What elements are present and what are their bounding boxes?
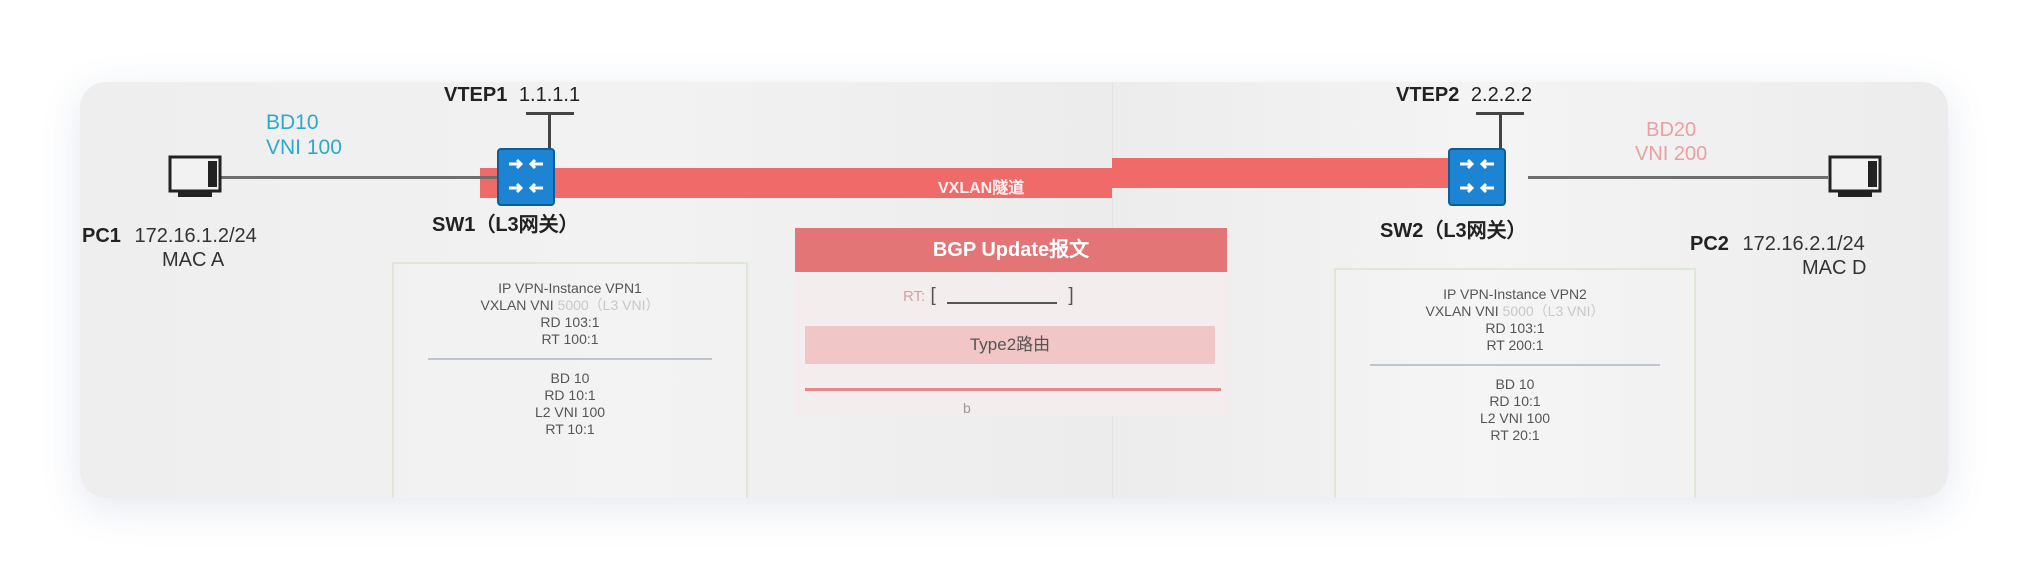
left-box-line2-faded: 5000（L3 VNI） — [557, 297, 660, 313]
pc2-name: PC2 — [1690, 233, 1729, 255]
left-bd: BD10 — [266, 111, 319, 134]
pc-icon — [168, 154, 224, 200]
right-box-line2-faded: 5000（L3 VNI） — [1502, 303, 1605, 319]
left-box-line2-text: VXLAN VNI — [480, 297, 554, 313]
vtep1-name: VTEP1 — [444, 84, 508, 106]
left-vpn-instance-box: IP VPN-Instance VPN1 VXLAN VNI 5000（L3 V… — [392, 262, 748, 498]
sw1-label: SW1（L3网关） — [432, 214, 579, 236]
vtep1-antenna-base — [526, 112, 574, 115]
pc1-name: PC1 — [82, 225, 121, 247]
vtep1-antenna — [548, 112, 551, 148]
left-bd-label: BD10 VNI 100 — [266, 110, 342, 160]
vtep2-label: VTEP2 2.2.2.2 — [1396, 84, 1532, 107]
left-box-divider — [428, 358, 712, 360]
right-box-line2-text: VXLAN VNI — [1425, 303, 1499, 319]
vxlan-tunnel-label: VXLAN隧道 — [938, 180, 1025, 197]
pc-icon — [1828, 154, 1884, 200]
pc1-info: PC1 172.16.1.2/24 MAC A — [82, 224, 257, 272]
vxlan-tunnel-right — [1112, 158, 1498, 188]
vtep2-antenna-base — [1476, 112, 1524, 115]
bgp-type2-route: Type2路由 — [805, 326, 1215, 364]
pc1-mac: MAC A — [162, 249, 225, 271]
right-bd-label: BD20 VNI 200 — [1635, 118, 1707, 166]
diagram-card: VXLAN隧道 — [80, 82, 1948, 498]
left-box-line2: VXLAN VNI 5000（L3 VNI） — [394, 297, 746, 314]
right-box-line7: L2 VNI 100 — [1479, 410, 1551, 426]
right-box-divider — [1370, 364, 1660, 366]
bgp-rt-close: ] — [1068, 285, 1074, 306]
bgp-rt-key: RT: — [903, 288, 926, 305]
switch-icon — [497, 148, 555, 206]
right-box-line6: RD 10:1 — [1489, 393, 1541, 409]
pc2-link — [1528, 176, 1828, 179]
right-box-line1: IP VPN-Instance VPN2 — [1443, 286, 1587, 302]
right-box-line5: BD 10 — [1495, 376, 1535, 392]
right-bd: BD20 — [1646, 119, 1697, 141]
bgp-rt-blank — [947, 302, 1058, 304]
left-box-line5: BD 10 — [550, 370, 590, 386]
bgp-rt-open: [ — [930, 285, 936, 306]
left-box-line4: RT 100:1 — [541, 331, 599, 347]
right-box-line3: RD 103:1 — [1485, 320, 1545, 336]
left-box-line6: RD 10:1 — [544, 387, 596, 403]
pc1-link — [220, 176, 512, 179]
bgp-footer-text: b — [963, 400, 971, 416]
pc2-ip: 172.16.2.1/24 — [1742, 233, 1865, 255]
vtep2-antenna — [1499, 112, 1502, 148]
right-box-line2: VXLAN VNI 5000（L3 VNI） — [1336, 303, 1694, 320]
vtep1-label: VTEP1 1.1.1.1 — [444, 84, 580, 107]
pc2-mac: MAC D — [1802, 257, 1867, 279]
vxlan-tunnel-left — [480, 168, 1112, 198]
left-box-line7: L2 VNI 100 — [534, 404, 606, 420]
pc2-info: PC2 172.16.2.1/24 MAC D — [1690, 232, 1866, 280]
pc1-ip: 172.16.1.2/24 — [134, 225, 257, 247]
bgp-update-message: BGP Update报文 RT: [ ] Type2路由 b — [795, 228, 1227, 416]
bgp-bottom-line — [805, 388, 1221, 391]
left-vni: VNI 100 — [266, 136, 342, 159]
left-box-line3: RD 103:1 — [540, 314, 600, 330]
sw2-label: SW2（L3网关） — [1380, 220, 1527, 242]
vtep2-name: VTEP2 — [1396, 84, 1460, 106]
right-box-line8: RT 20:1 — [1490, 427, 1540, 443]
bgp-update-title: BGP Update报文 — [795, 228, 1227, 272]
right-vpn-instance-box: IP VPN-Instance VPN2 VXLAN VNI 5000（L3 V… — [1334, 268, 1696, 498]
left-box-line8: RT 10:1 — [545, 421, 595, 437]
left-box-line1: IP VPN-Instance VPN1 — [498, 280, 642, 296]
switch-icon — [1448, 148, 1506, 206]
right-box-line4: RT 200:1 — [1486, 337, 1544, 353]
vtep2-ip: 2.2.2.2 — [1470, 84, 1533, 106]
bgp-rt-field: RT: [ ] — [903, 285, 1074, 307]
vtep1-ip: 1.1.1.1 — [518, 84, 581, 106]
right-vni: VNI 200 — [1635, 143, 1708, 165]
